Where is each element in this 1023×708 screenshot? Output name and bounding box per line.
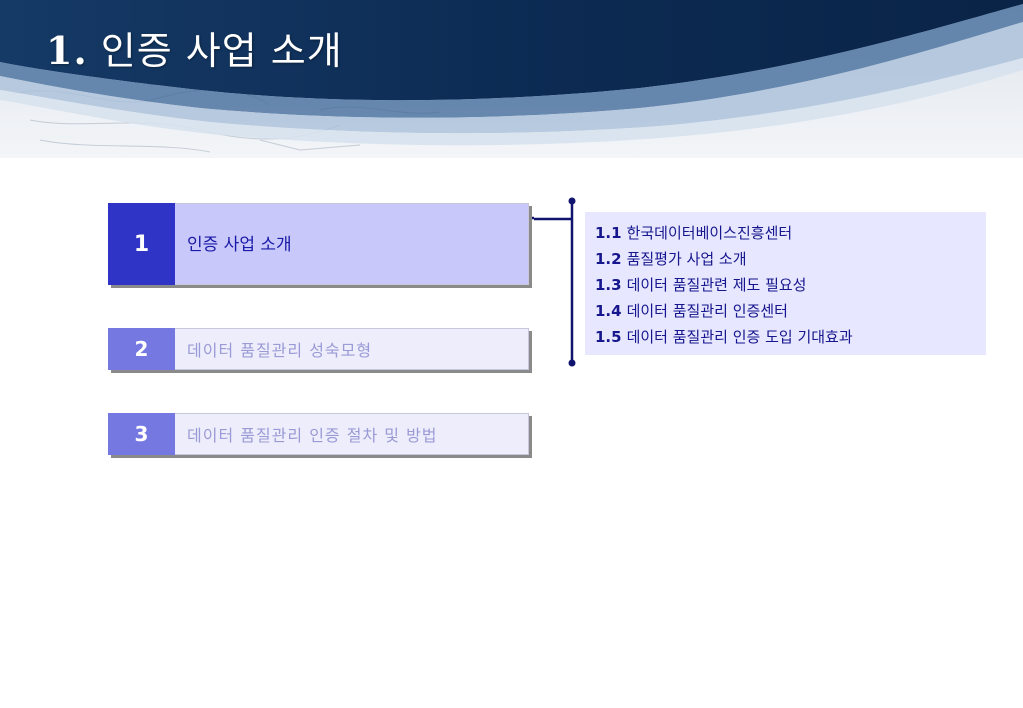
menu-item-label: 데이터 품질관리 성숙모형: [175, 328, 529, 370]
menu-item-label: 인증 사업 소개: [175, 203, 529, 285]
menu-item-number: 1: [108, 203, 175, 285]
menu-item-2[interactable]: 2 데이터 품질관리 성숙모형: [108, 328, 532, 373]
menu-item-label: 데이터 품질관리 인증 절차 및 방법: [175, 413, 529, 455]
connector-dot-bottom: [568, 359, 576, 367]
menu-item-number: 3: [108, 413, 175, 455]
menu-item-3[interactable]: 3 데이터 품질관리 인증 절차 및 방법: [108, 413, 532, 458]
menu-item-number: 2: [108, 328, 175, 370]
page-title-text: 인증 사업 소개: [100, 29, 343, 73]
submenu-item-number: 1.4: [595, 302, 622, 320]
connector-dot-top: [568, 197, 576, 205]
submenu-item-label: 데이터 품질관리 인증센터: [626, 302, 788, 320]
submenu-item-label: 데이터 품질관련 제도 필요성: [626, 276, 807, 294]
submenu-item-label: 데이터 품질관리 인증 도입 기대효과: [626, 328, 853, 346]
page-title-number: 1.: [46, 28, 88, 73]
world-map-background: [0, 0, 1023, 158]
submenu-item-label: 품질평가 사업 소개: [626, 250, 747, 268]
header-banner: 1. 인증 사업 소개: [0, 0, 1023, 158]
submenu-item-number: 1.5: [595, 328, 622, 346]
submenu-item-number: 1.3: [595, 276, 622, 294]
submenu-item-number: 1.1: [595, 224, 622, 242]
submenu-item-label: 한국데이터베이스진흥센터: [626, 224, 793, 242]
menu-item-1[interactable]: 1 인증 사업 소개: [108, 203, 532, 288]
page-title: 1. 인증 사업 소개: [46, 20, 343, 75]
submenu-item-number: 1.2: [595, 250, 622, 268]
